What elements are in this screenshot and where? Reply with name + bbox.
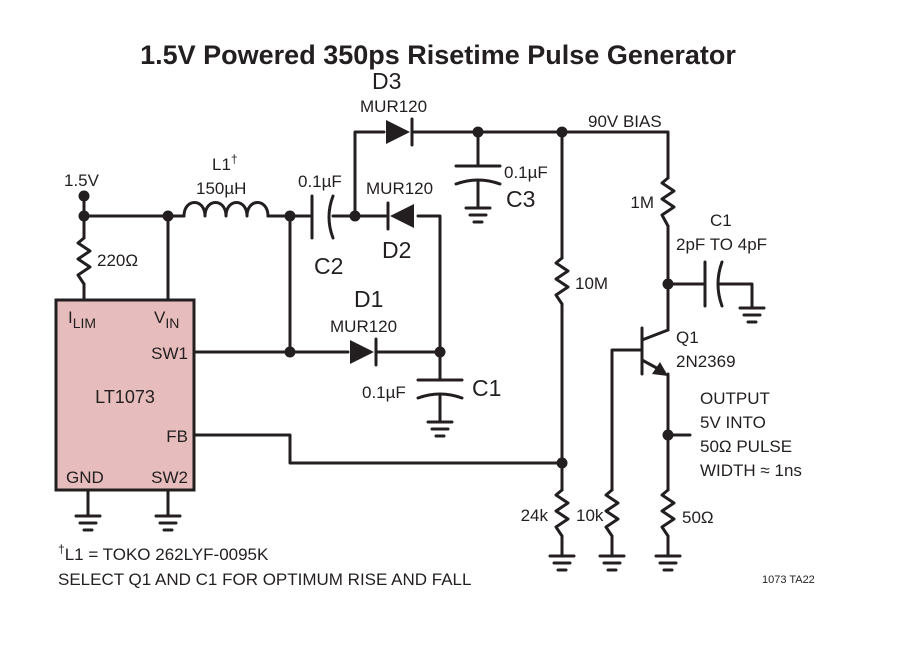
capacitor-c1-speedup — [703, 260, 724, 308]
svg-text:OUTPUT: OUTPUT — [700, 389, 770, 408]
diode-d2-ref: D2 — [382, 237, 411, 263]
pin-sw1: SW1 — [151, 344, 188, 363]
resistor-50-value: 50Ω — [682, 508, 714, 527]
capacitor-c3-value: 0.1µF — [504, 163, 548, 182]
supply-terminal — [78, 190, 90, 202]
diode-d2-part: MUR120 — [366, 179, 433, 198]
resistor-10k — [604, 488, 620, 538]
svg-text:WIDTH ≈ 1ns: WIDTH ≈ 1ns — [700, 461, 802, 480]
diode-d3 — [386, 117, 414, 147]
ic-name: LT1073 — [95, 387, 155, 407]
pin-vin: VIN — [154, 308, 179, 331]
capacitor-c3-ref: C3 — [506, 186, 535, 212]
capacitor-c2-ref: C2 — [314, 253, 343, 279]
ground-icon — [464, 206, 492, 224]
inductor-value: 150µH — [196, 179, 246, 198]
resistor-220 — [76, 236, 92, 286]
supply-label: 1.5V — [64, 171, 100, 190]
resistor-24k-value: 24k — [521, 506, 549, 525]
ground-icon — [548, 554, 576, 572]
ground-icon — [154, 514, 182, 532]
resistor-1m — [660, 176, 676, 228]
resistor-24k — [554, 488, 570, 538]
ground-icon — [654, 554, 682, 572]
resistor-10m — [554, 256, 570, 306]
diagram-title: 1.5V Powered 350ps Risetime Pulse Genera… — [140, 40, 736, 70]
capacitor-c1-pump — [416, 378, 464, 400]
inductor-l1 — [182, 201, 270, 218]
ground-symbols — [74, 206, 766, 572]
resistor-10k-value: 10k — [576, 506, 604, 525]
pin-fb: FB — [166, 427, 188, 446]
wires — [82, 130, 754, 558]
capacitor-c2 — [310, 194, 335, 240]
capacitor-c1-pump-value: 0.1µF — [362, 383, 406, 402]
pin-ilim: ILIM — [68, 308, 96, 331]
diode-d1 — [350, 337, 378, 367]
resistor-50 — [660, 488, 676, 538]
ground-icon — [74, 514, 102, 532]
diode-d1-ref: D1 — [354, 286, 383, 312]
capacitor-c2-value: 0.1µF — [298, 172, 342, 191]
inductor-ref: L1† — [212, 152, 238, 174]
capacitor-c1-pump-ref: C1 — [472, 375, 501, 401]
figure-code: 1073 TA22 — [762, 574, 815, 586]
note-l1: †L1 = TOKO 262LYF-0095K — [58, 542, 269, 564]
pin-gnd: GND — [66, 468, 104, 487]
pin-sw2: SW2 — [151, 468, 188, 487]
transistor-q1-ref: Q1 — [676, 328, 699, 347]
svg-text:5V INTO: 5V INTO — [700, 413, 766, 432]
ic-lt1073: LT1073 ILIM VIN SW1 FB GND SW2 — [54, 298, 196, 492]
diode-d1-part: MUR120 — [330, 317, 397, 336]
capacitor-c3 — [454, 164, 502, 186]
transistor-q1-part: 2N2369 — [676, 352, 736, 371]
resistor-1m-value: 1M — [630, 193, 654, 212]
diode-d3-part: MUR120 — [360, 97, 427, 116]
ground-icon — [738, 306, 766, 324]
junction-dots — [78, 126, 674, 469]
output-label: OUTPUT 5V INTO 50Ω PULSE WIDTH ≈ 1ns — [700, 389, 802, 480]
diode-d3-ref: D3 — [372, 68, 401, 94]
capacitor-c1-speedup-ref: C1 — [710, 211, 732, 230]
resistor-220-value: 220Ω — [97, 251, 138, 270]
ground-icon — [598, 554, 626, 572]
svg-text:50Ω PULSE: 50Ω PULSE — [700, 437, 792, 456]
note-select: SELECT Q1 AND C1 FOR OPTIMUM RISE AND FA… — [58, 570, 471, 589]
capacitor-c1-speedup-value: 2pF TO 4pF — [676, 235, 767, 254]
ground-icon — [426, 420, 454, 438]
resistor-10m-value: 10M — [575, 274, 608, 293]
transistor-q1 — [640, 326, 670, 376]
bias-label: 90V BIAS — [588, 112, 662, 131]
diode-d2 — [386, 201, 414, 231]
